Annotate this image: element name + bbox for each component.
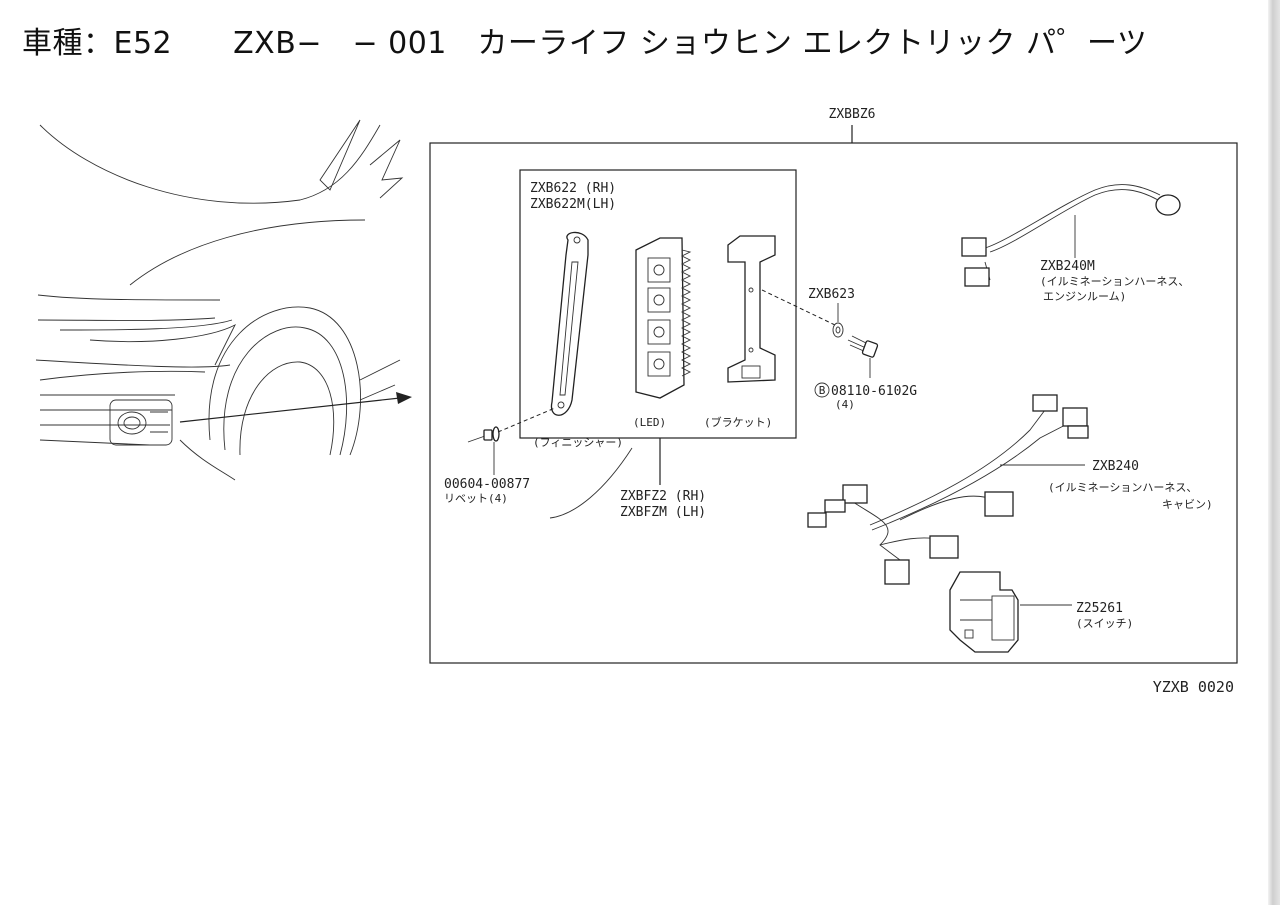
cabin-harness-name-2: キャビン) [1162,498,1213,511]
rivet-part [467,426,500,443]
car-front-illustration [35,119,404,481]
lamp-code-rh: ZXBFZ2 (RH) [620,489,706,504]
bolt-symbol: B [819,384,826,397]
engine-harness-code: ZXB240M [1040,259,1095,274]
switch-name: (スイッチ) [1076,617,1133,630]
rivet-code: 00604-00877 [444,477,530,492]
bolt-part [847,335,879,358]
page-title: 車種：E52 ZXB− − 001 カーライフ ショウヒン エレクトリック パ゜… [22,26,1148,61]
bolt-code: 08110-6102G [831,384,917,399]
cabin-harness-part [807,394,1089,585]
cabin-harness-code: ZXB240 [1092,459,1139,474]
cabin-harness-name-1: (イルミネーションハーネス、 [1048,481,1197,494]
lamp-assembly-box [519,169,797,439]
engine-harness-part [961,184,1181,287]
lamp-code-lh: ZXBFZM (LH) [620,505,706,520]
pointer-arrow [179,392,412,423]
rivet-name: リベット(4) [444,492,508,505]
finisher-code-lh: ZXB622M(LH) [530,197,616,212]
led-unit-part [635,237,692,399]
finisher-code-rh: ZXB622 (RH) [530,181,616,196]
washer-code: ZXB623 [808,287,855,302]
finisher-part [550,231,589,416]
scan-edge [1268,0,1280,905]
finisher-name: (フィニッシャー) [533,436,623,449]
switch-part [949,571,1019,653]
washer-part [832,322,844,338]
engine-harness-name-1: (イルミネーションハーネス、 [1040,275,1189,288]
kit-box [429,142,1238,664]
bracket-name: (ブラケット) [704,415,772,429]
kit-code-label: ZXBBZ6 [829,107,876,122]
switch-code: Z25261 [1076,601,1123,616]
bracket-part [727,235,776,383]
bolt-symbol-circle [814,382,830,398]
engine-harness-name-2: エンジンルーム) [1043,290,1126,303]
led-name: (LED) [633,416,666,429]
bolt-qty: (4) [835,398,855,411]
figure-id: YZXB 0020 [1153,678,1234,696]
